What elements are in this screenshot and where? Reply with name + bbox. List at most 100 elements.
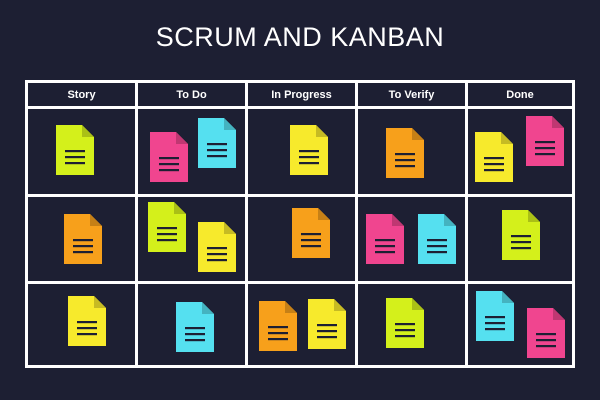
document-icon: [366, 214, 404, 264]
sticky-note-yellow[interactable]: [308, 299, 346, 349]
note-text-line: [484, 169, 504, 172]
column-divider: [465, 83, 468, 365]
column-header-done: Done: [506, 89, 534, 101]
note-text-line: [536, 345, 556, 348]
note-text-line: [73, 251, 93, 254]
sticky-note-yellow[interactable]: [68, 296, 106, 346]
note-fold: [285, 301, 297, 313]
note-text-line: [317, 336, 337, 339]
note-text-line: [185, 339, 205, 342]
note-fold: [224, 222, 236, 234]
note-text-line: [375, 239, 395, 242]
note-text-line: [511, 241, 531, 244]
sticky-note-lime[interactable]: [148, 202, 186, 252]
note-text-line: [157, 239, 177, 242]
note-text-line: [207, 149, 227, 152]
note-text-line: [535, 147, 555, 150]
column-divider: [245, 83, 248, 365]
note-text-line: [536, 333, 556, 336]
note-fold: [94, 296, 106, 308]
note-text-line: [511, 247, 531, 250]
sticky-note-cyan[interactable]: [198, 118, 236, 168]
note-fold: [412, 298, 424, 310]
note-text-line: [207, 155, 227, 158]
note-text-line: [317, 330, 337, 333]
document-icon: [292, 208, 330, 258]
note-fold: [552, 116, 564, 128]
note-fold: [176, 132, 188, 144]
sticky-note-yellow[interactable]: [290, 125, 328, 175]
column-header-to-do: To Do: [176, 89, 207, 101]
note-text-line: [77, 333, 97, 336]
sticky-note-yellow[interactable]: [198, 222, 236, 272]
note-text-line: [301, 245, 321, 248]
document-icon: [198, 118, 236, 168]
note-text-line: [485, 316, 505, 319]
sticky-note-pink[interactable]: [150, 132, 188, 182]
document-icon: [386, 298, 424, 348]
document-icon: [68, 296, 106, 346]
header-divider: [28, 106, 572, 109]
sticky-note-orange[interactable]: [64, 214, 102, 264]
note-text-line: [427, 239, 447, 242]
note-text-line: [159, 157, 179, 160]
note-text-line: [484, 163, 504, 166]
note-text-line: [159, 169, 179, 172]
note-fold: [501, 132, 513, 144]
note-fold: [553, 308, 565, 320]
sticky-note-yellow[interactable]: [475, 132, 513, 182]
document-icon: [259, 301, 297, 351]
note-fold: [82, 125, 94, 137]
note-text-line: [375, 245, 395, 248]
note-text-line: [268, 338, 288, 341]
kanban-board: Story To Do In Progress To Verify Done: [25, 80, 575, 368]
note-fold: [412, 128, 424, 140]
note-text-line: [535, 153, 555, 156]
column-header-in-progress: In Progress: [271, 89, 332, 101]
sticky-note-orange[interactable]: [386, 128, 424, 178]
note-text-line: [65, 150, 85, 153]
sticky-note-lime[interactable]: [56, 125, 94, 175]
note-text-line: [395, 335, 415, 338]
note-text-line: [157, 227, 177, 230]
sticky-note-cyan[interactable]: [476, 291, 514, 341]
document-icon: [386, 128, 424, 178]
document-icon: [527, 308, 565, 358]
note-text-line: [185, 327, 205, 330]
note-fold: [174, 202, 186, 214]
note-text-line: [395, 153, 415, 156]
document-icon: [150, 132, 188, 182]
sticky-note-cyan[interactable]: [418, 214, 456, 264]
sticky-note-orange[interactable]: [259, 301, 297, 351]
sticky-note-orange[interactable]: [292, 208, 330, 258]
note-text-line: [77, 321, 97, 324]
row-divider: [28, 281, 572, 284]
note-text-line: [427, 251, 447, 254]
document-icon: [64, 214, 102, 264]
note-text-line: [65, 162, 85, 165]
document-icon: [198, 222, 236, 272]
note-text-line: [427, 245, 447, 248]
note-fold: [502, 291, 514, 303]
note-fold: [528, 210, 540, 222]
document-icon: [418, 214, 456, 264]
note-text-line: [484, 157, 504, 160]
note-fold: [202, 302, 214, 314]
note-fold: [318, 208, 330, 220]
note-text-line: [299, 150, 319, 153]
sticky-note-pink[interactable]: [526, 116, 564, 166]
sticky-note-cyan[interactable]: [176, 302, 214, 352]
column-divider: [135, 83, 138, 365]
note-text-line: [157, 233, 177, 236]
note-fold: [444, 214, 456, 226]
document-icon: [290, 125, 328, 175]
sticky-note-lime[interactable]: [502, 210, 540, 260]
sticky-note-lime[interactable]: [386, 298, 424, 348]
note-text-line: [317, 324, 337, 327]
sticky-note-pink[interactable]: [366, 214, 404, 264]
note-text-line: [301, 239, 321, 242]
note-text-line: [207, 259, 227, 262]
sticky-note-pink[interactable]: [527, 308, 565, 358]
column-divider: [355, 83, 358, 365]
document-icon: [308, 299, 346, 349]
